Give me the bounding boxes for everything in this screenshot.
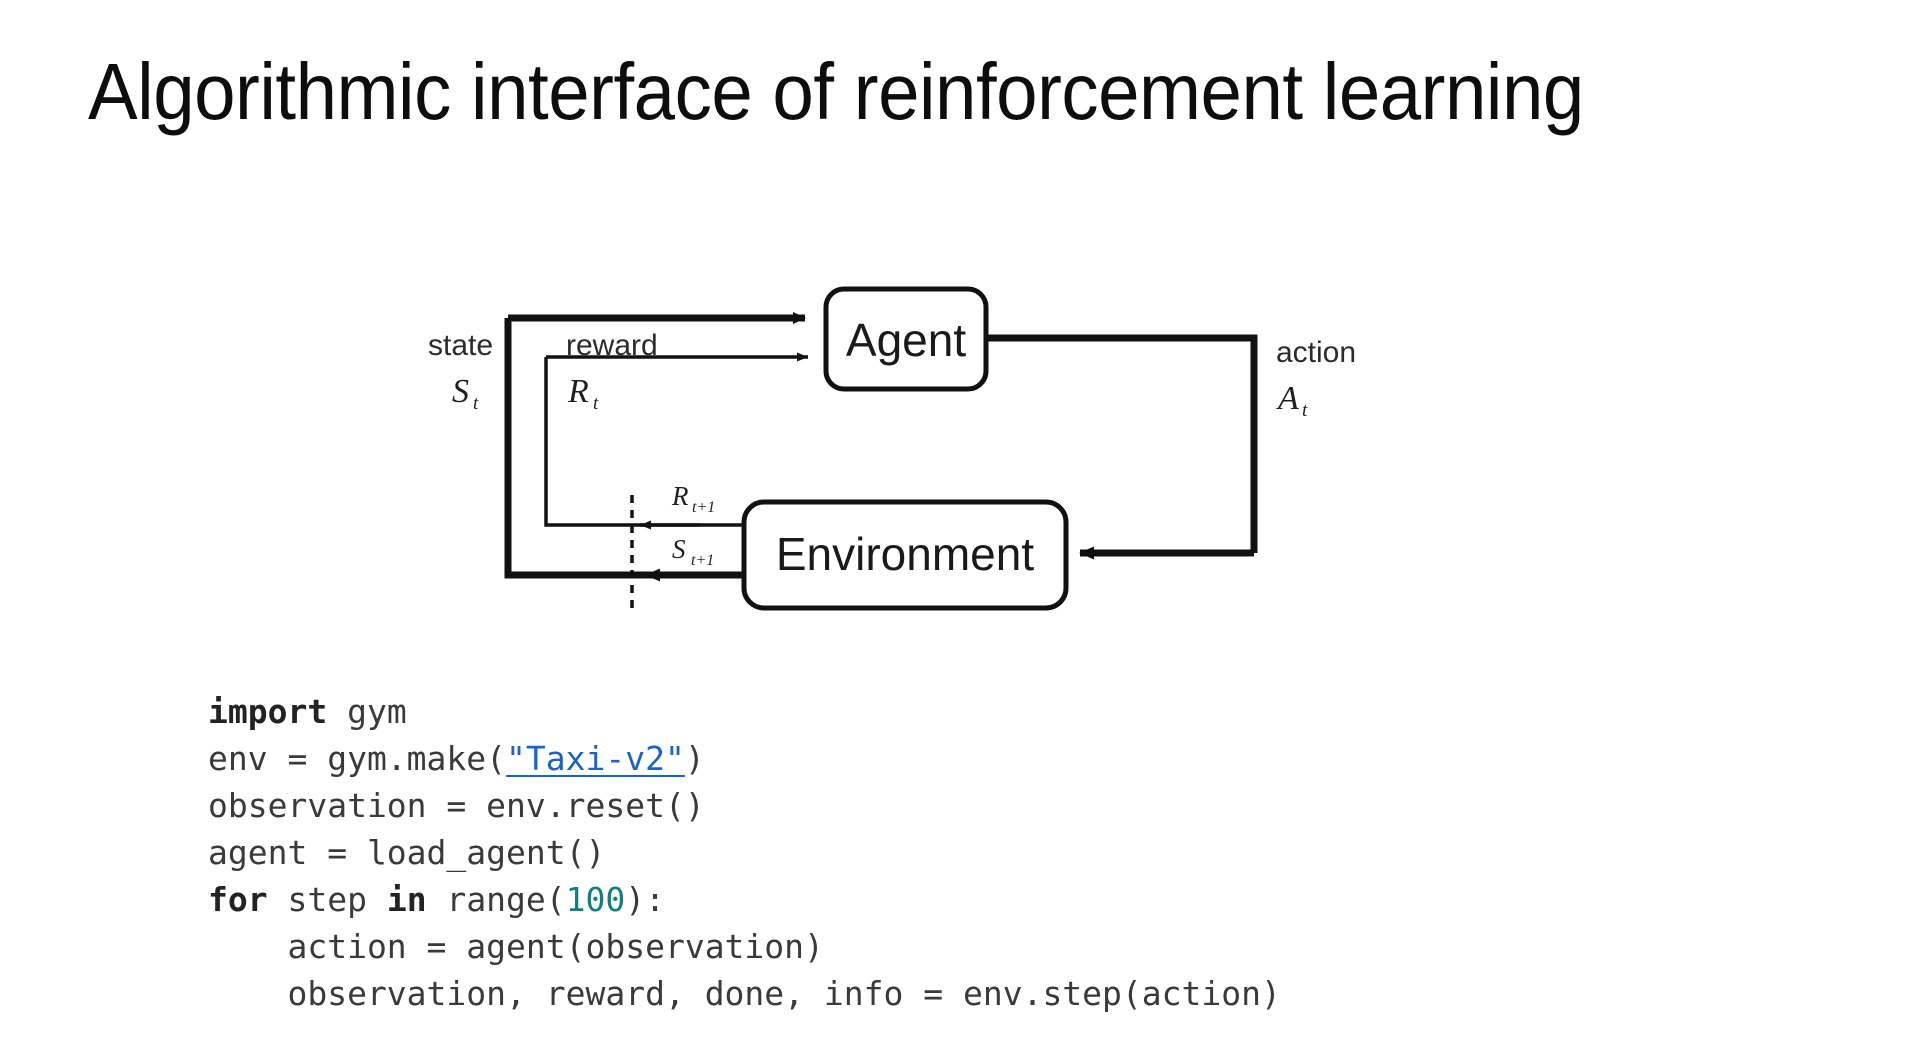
code-line: env = gym.make("Taxi-v2")	[208, 735, 1281, 782]
label-next-state-symbol: S	[672, 534, 686, 564]
code-line: action = agent(observation)	[208, 923, 1281, 970]
code-token: 100	[565, 880, 626, 919]
code-token: in	[386, 880, 427, 919]
label-state-subscript: t	[473, 393, 479, 414]
page-title: Algorithmic interface of reinforcement l…	[88, 47, 1584, 136]
label-state-word: state	[428, 329, 493, 362]
label-reward-symbol: R	[567, 373, 589, 410]
label-reward: reward R t	[566, 329, 658, 414]
code-token: observation = env.reset()	[208, 786, 705, 825]
code-line: for step in range(100):	[208, 876, 1281, 923]
code-token: env = gym.make(	[208, 739, 507, 778]
label-action-subscript: t	[1302, 400, 1308, 421]
label-state-symbol: S	[452, 373, 469, 410]
label-reward-word: reward	[566, 329, 658, 362]
code-token: ):	[625, 880, 666, 919]
label-action-symbol: A	[1276, 380, 1299, 417]
node-agent: Agent	[823, 286, 989, 392]
code-line: import gym	[208, 688, 1281, 735]
code-line: agent = load_agent()	[208, 829, 1281, 876]
code-token: range(	[426, 880, 566, 919]
agent-environment-diagram: Agent Environment	[0, 210, 1920, 640]
node-agent-label: Agent	[846, 314, 966, 366]
code-token: agent = load_agent()	[208, 833, 606, 872]
label-action: action A t	[1276, 336, 1356, 421]
edge-state	[504, 312, 806, 579]
label-action-word: action	[1276, 336, 1356, 369]
node-environment-label: Environment	[776, 528, 1034, 580]
node-environment: Environment	[741, 499, 1069, 611]
code-token: observation, reward, done, info = env.st…	[208, 974, 1281, 1013]
code-link[interactable]: "Taxi-v2"	[506, 739, 685, 778]
label-reward-subscript: t	[593, 393, 599, 414]
code-token: action = agent(observation)	[208, 927, 824, 966]
label-next-reward-symbol: R	[671, 481, 689, 511]
code-line: observation = env.reset()	[208, 782, 1281, 829]
label-state: state S t	[428, 329, 493, 414]
edge-action	[986, 334, 1258, 560]
label-next-state-subscript: t+1	[691, 552, 714, 569]
label-next-state: S t+1	[672, 534, 714, 569]
label-next-reward-subscript: t+1	[692, 499, 715, 516]
code-token: step	[267, 880, 387, 919]
code-token: import	[208, 692, 328, 731]
code-line: observation, reward, done, info = env.st…	[208, 970, 1281, 1017]
code-token: for	[208, 880, 268, 919]
code-token: gym	[327, 692, 407, 731]
label-next-reward: R t+1	[671, 481, 715, 516]
code-token: )	[684, 739, 705, 778]
